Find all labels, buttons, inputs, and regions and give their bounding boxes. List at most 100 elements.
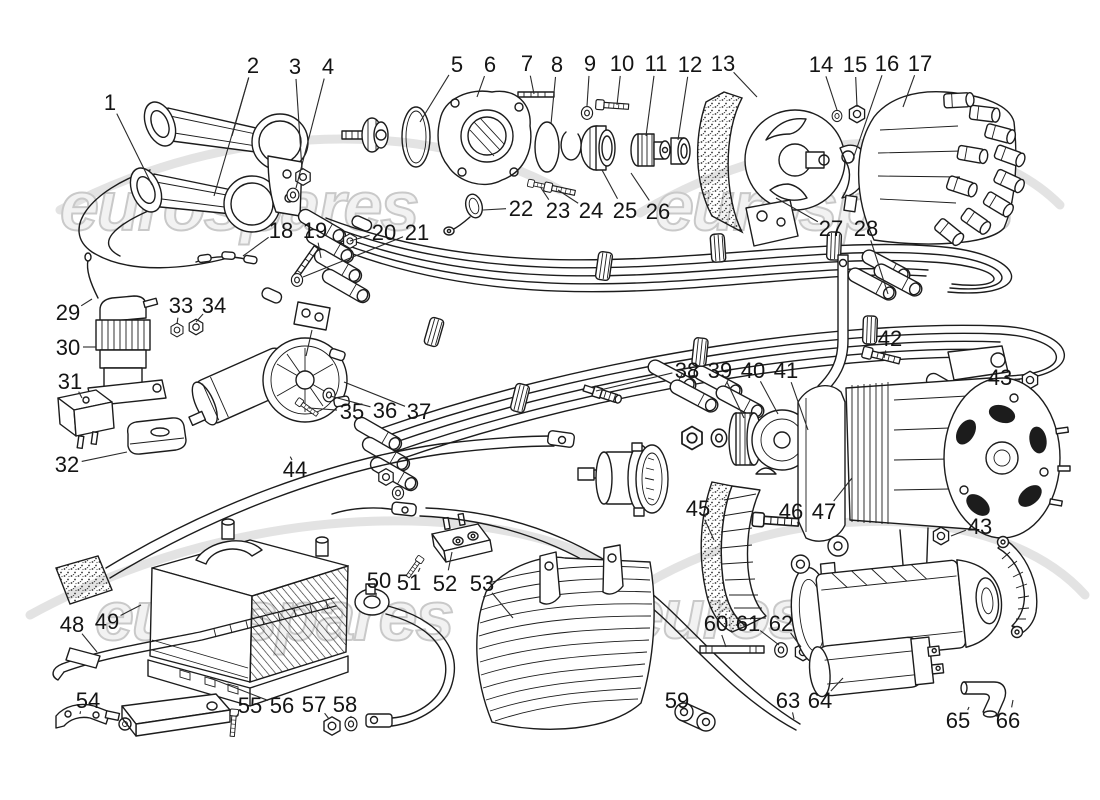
leader-line-51	[417, 567, 421, 573]
heat-shield-illustration	[476, 544, 655, 730]
callout-43-42: 43	[988, 365, 1012, 390]
leader-line-26	[630, 172, 650, 201]
callout-39-38: 39	[708, 358, 732, 383]
callout-2-1: 2	[247, 53, 259, 78]
callout-5-4: 5	[451, 52, 463, 77]
leader-line-66	[1011, 699, 1014, 708]
callout-19-18: 19	[303, 218, 327, 243]
distributor-illustration	[341, 90, 1028, 249]
leader-line-3	[295, 78, 303, 171]
callout-43-47: 43	[968, 514, 992, 539]
callout-23-22: 23	[546, 198, 570, 223]
leader-line-24	[557, 189, 579, 204]
callout-58-58: 58	[333, 692, 357, 717]
callout-61-61: 61	[736, 611, 760, 636]
callout-33-32: 33	[169, 293, 193, 318]
leader-line-31	[78, 391, 83, 399]
leader-line-54	[79, 711, 82, 715]
leader-line-35	[308, 407, 338, 411]
leader-line-9	[586, 75, 590, 107]
leader-line-44	[289, 456, 293, 461]
callout-60-60: 60	[704, 611, 728, 636]
callout-46-45: 46	[779, 499, 803, 524]
compressor-motor-illustration	[188, 301, 350, 427]
leader-line-52	[447, 551, 453, 571]
callout-30-29: 30	[56, 335, 80, 360]
callout-38-37: 38	[675, 358, 699, 383]
callout-57-57: 57	[302, 692, 326, 717]
leader-line-25	[601, 169, 619, 199]
callout-31-30: 31	[58, 369, 82, 394]
callout-25-24: 25	[613, 198, 637, 223]
callout-66-66: 66	[996, 708, 1020, 733]
leader-line-28	[870, 240, 889, 295]
leader-line-41	[790, 382, 809, 431]
leader-line-57	[324, 712, 330, 720]
leader-line-36	[329, 395, 371, 408]
leader-line-23	[540, 187, 550, 201]
callout-34-33: 34	[202, 293, 226, 318]
leader-line-1	[116, 113, 153, 186]
leader-line-11	[645, 75, 655, 137]
callout-47-46: 47	[812, 499, 836, 524]
callout-52-52: 52	[433, 571, 457, 596]
callout-28-27: 28	[854, 216, 878, 241]
leader-line-15	[855, 76, 858, 108]
leader-line-60	[721, 634, 727, 648]
callout-48-48: 48	[60, 612, 84, 637]
leader-line-33	[176, 317, 179, 325]
leader-line-43	[1014, 378, 1021, 381]
leader-line-7	[529, 75, 535, 95]
leader-line-32	[81, 451, 128, 462]
callout-15-14: 15	[843, 52, 867, 77]
leader-line-45	[704, 519, 715, 541]
leader-line-20	[349, 234, 370, 242]
spark-plug-wires-illustration	[261, 206, 1066, 494]
starter-motor-illustration	[674, 535, 1038, 732]
leader-line-5	[419, 74, 450, 123]
battery-illustration	[52, 430, 801, 738]
callout-63-63: 63	[776, 688, 800, 713]
air-horns-illustration	[78, 101, 311, 269]
callout-13-12: 13	[711, 51, 735, 76]
leader-line-40	[759, 381, 779, 415]
callout-53-53: 53	[470, 571, 494, 596]
callout-12-11: 12	[678, 52, 702, 77]
leader-line-16	[851, 75, 883, 163]
leader-line-12	[677, 76, 689, 141]
horn-compressor-illustration	[57, 252, 204, 455]
alternator-illustration	[577, 254, 1071, 633]
callout-54-54: 54	[76, 688, 100, 713]
callout-21-20: 21	[405, 220, 429, 245]
callout-50-50: 50	[367, 568, 391, 593]
leader-line-10	[616, 75, 621, 106]
callout-51-51: 51	[397, 570, 421, 595]
callout-17-16: 17	[908, 51, 932, 76]
leader-line-17	[902, 74, 916, 108]
callout-11-10: 11	[645, 51, 668, 76]
callout-45-44: 45	[686, 496, 710, 521]
callout-41-40: 41	[774, 358, 798, 383]
leader-line-4	[295, 78, 325, 189]
leader-line-29	[80, 298, 93, 307]
callout-1-0: 1	[104, 90, 116, 115]
leader-line-49	[120, 604, 142, 616]
leader-line-61	[759, 630, 780, 646]
callout-62-62: 62	[769, 611, 793, 636]
callout-24-23: 24	[579, 198, 603, 223]
callout-22-21: 22	[509, 196, 533, 221]
leader-line-34	[195, 313, 204, 323]
callout-49-49: 49	[95, 609, 119, 634]
leader-line-39	[726, 381, 745, 419]
callout-44-43: 44	[283, 457, 307, 482]
callout-8-7: 8	[551, 52, 563, 77]
leader-line-18	[242, 236, 269, 257]
leader-line-65	[967, 706, 970, 711]
leader-line-8	[550, 76, 557, 125]
callout-4-3: 4	[322, 54, 334, 79]
callout-40-39: 40	[741, 358, 765, 383]
leader-line-53	[491, 592, 514, 619]
